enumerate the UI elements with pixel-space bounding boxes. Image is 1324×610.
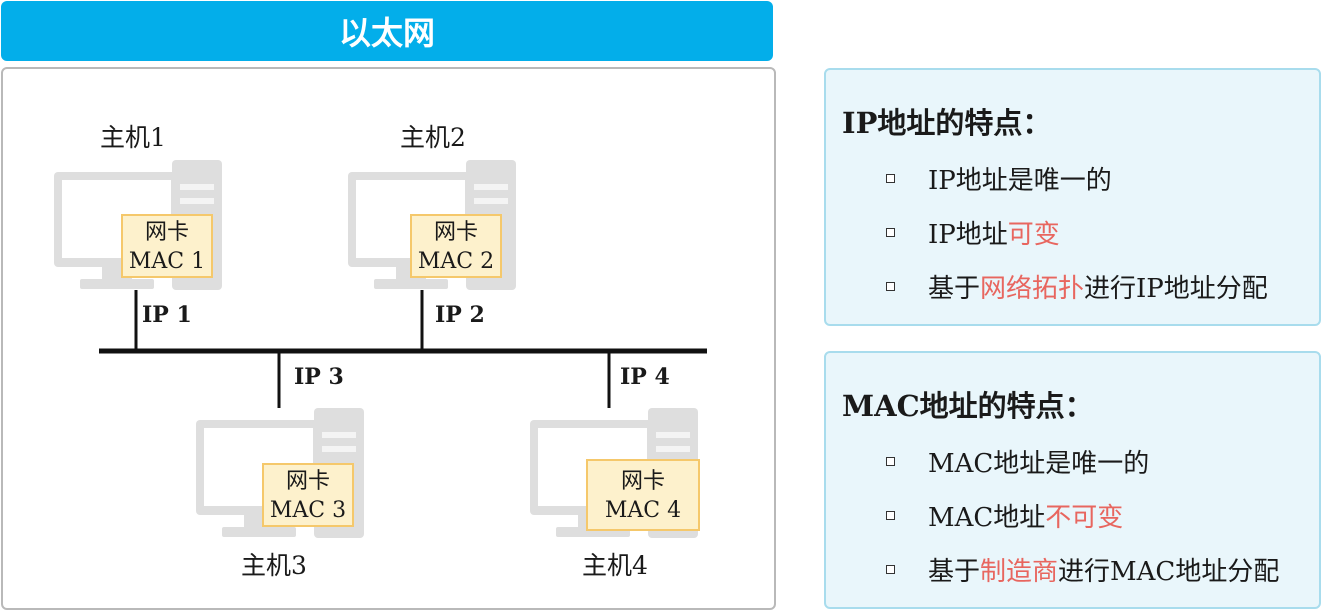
- ip-label-3: IP 3: [294, 364, 344, 390]
- nic-title: 网卡: [144, 220, 189, 245]
- nic-card-2: 网卡 MAC 2: [410, 214, 502, 278]
- host-1-label: 主机1: [100, 123, 166, 152]
- ip-label-4: IP 4: [620, 364, 670, 390]
- nic-card-3: 网卡 MAC 3: [262, 463, 354, 527]
- banner-title: 以太网: [338, 14, 435, 52]
- network-wires: [99, 290, 707, 408]
- bullet-icon: [886, 228, 895, 237]
- mac-feature-item: 基于制造商进行MAC地址分配: [928, 557, 1280, 587]
- ip-feature-item: IP地址可变: [928, 220, 1060, 250]
- mac-label: MAC 1: [128, 249, 206, 274]
- host-2-label: 主机2: [400, 123, 466, 152]
- mac-panel-title: MAC地址的特点：: [842, 389, 1094, 423]
- mac-label: MAC 3: [269, 498, 347, 523]
- bullet-icon: [886, 565, 895, 574]
- mac-features-panel: MAC地址的特点： MAC地址是唯一的 MAC地址不可变 基于制造商进行MAC地…: [824, 351, 1321, 609]
- nic-title: 网卡: [285, 469, 330, 494]
- ip-label-2: IP 2: [435, 302, 485, 328]
- ip-feature-item: IP地址是唯一的: [928, 166, 1112, 196]
- ip-label-1: IP 1: [142, 302, 192, 328]
- ip-panel-title: IP地址的特点：: [842, 106, 1052, 140]
- bullet-icon: [886, 511, 895, 520]
- mac-feature-item: MAC地址是唯一的: [928, 449, 1150, 479]
- ethernet-banner: 以太网: [1, 1, 773, 61]
- bullet-icon: [886, 282, 895, 291]
- bullet-icon: [886, 457, 895, 466]
- nic-title: 网卡: [433, 220, 478, 245]
- nic-title: 网卡: [620, 469, 665, 494]
- ip-features-panel: IP地址的特点： IP地址是唯一的 IP地址可变 基于网络拓扑进行IP地址分配: [824, 68, 1321, 326]
- ip-feature-item: 基于网络拓扑进行IP地址分配: [928, 274, 1268, 304]
- mac-label: MAC 4: [604, 498, 682, 523]
- mac-feature-item: MAC地址不可变: [928, 503, 1124, 533]
- nic-card-1: 网卡 MAC 1: [121, 214, 213, 278]
- mac-label: MAC 2: [417, 249, 495, 274]
- host-4-label: 主机4: [582, 551, 648, 580]
- nic-card-4: 网卡 MAC 4: [586, 459, 700, 531]
- host-3-label: 主机3: [241, 551, 307, 580]
- bullet-icon: [886, 174, 895, 183]
